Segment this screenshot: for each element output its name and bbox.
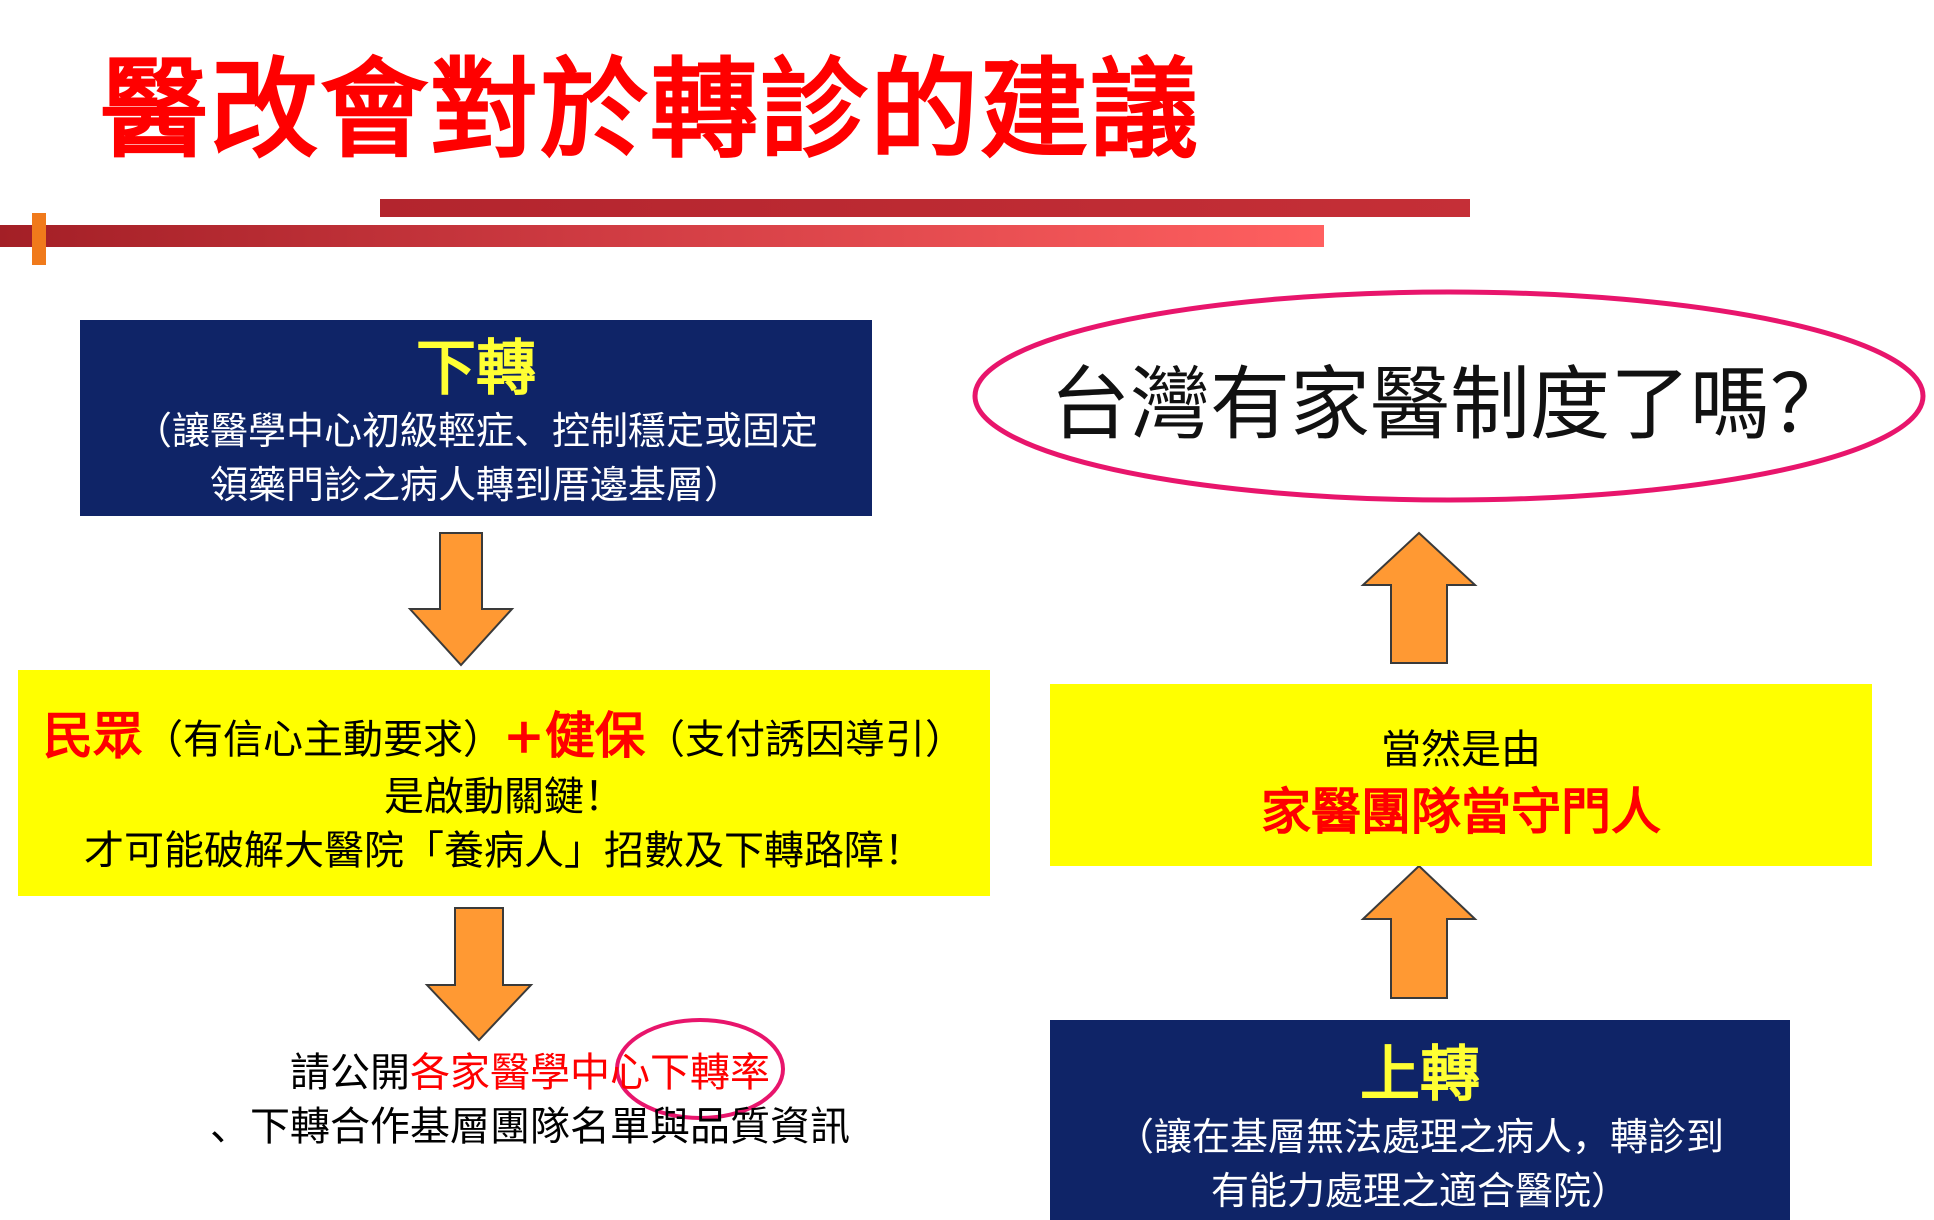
insurance-label: +健保 [503, 706, 645, 765]
disclosure-request: 請公開各家醫學中心下轉率 、下轉合作基層團隊名單與品質資訊 [130, 1046, 930, 1154]
down-referral-box: 下轉 （讓醫學中心初級輕症、控制穩定或固定 領藥門診之病人轉到厝邊基層） [80, 320, 872, 516]
key-factor-line2: 是啟動關鍵！ [384, 774, 624, 820]
up-referral-heading: 上轉 [1360, 1040, 1480, 1110]
key-factor-box: 民眾（有信心主動要求）+健保（支付誘因導引） 是啟動關鍵！ 才可能破解大醫院「養… [18, 670, 990, 896]
up-referral-description: （讓在基層無法處理之病人，轉診到 有能力處理之適合醫院） [1115, 1115, 1724, 1213]
up-arrow-2 [1360, 864, 1478, 999]
page-title: 醫改會對於轉診的建議 [100, 48, 1201, 173]
gatekeeper-box: 當然是由 家醫團隊當守門人 [1050, 684, 1872, 866]
down-referral-description: （讓醫學中心初級輕症、控制穩定或固定 領藥門診之病人轉到厝邊基層） [133, 409, 818, 507]
rate-highlight-ellipse [615, 1018, 785, 1120]
public-note: （有信心主動要求） [143, 717, 504, 763]
disclosure-prefix: 請公開 [290, 1050, 410, 1096]
insurance-note: （支付誘因導引） [644, 717, 965, 763]
down-arrow-1 [407, 532, 515, 667]
down-referral-heading: 下轉 [416, 334, 536, 404]
gatekeeper-line1: 當然是由 [1381, 727, 1541, 773]
family-doctor-question: 台灣有家醫制度了嗎？ [1050, 358, 1850, 451]
gatekeeper-line2: 家醫團隊當守門人 [1261, 782, 1661, 841]
public-label: 民眾 [43, 706, 144, 765]
disclosure-highlight: 各家醫學中心下轉率 [410, 1050, 770, 1096]
title-underline-top [380, 199, 1470, 217]
title-underline-bottom [0, 225, 1324, 247]
disclosure-line2: 、下轉合作基層團隊名單與品質資訊 [210, 1104, 850, 1150]
key-factor-line3: 才可能破解大醫院「養病人」招數及下轉路障！ [84, 828, 924, 874]
question-ellipse [972, 289, 1926, 503]
up-referral-box: 上轉 （讓在基層無法處理之病人，轉診到 有能力處理之適合醫院） [1050, 1020, 1790, 1220]
orange-tick-marker [32, 213, 46, 265]
down-arrow-2 [424, 907, 534, 1042]
up-arrow-1 [1360, 531, 1478, 664]
